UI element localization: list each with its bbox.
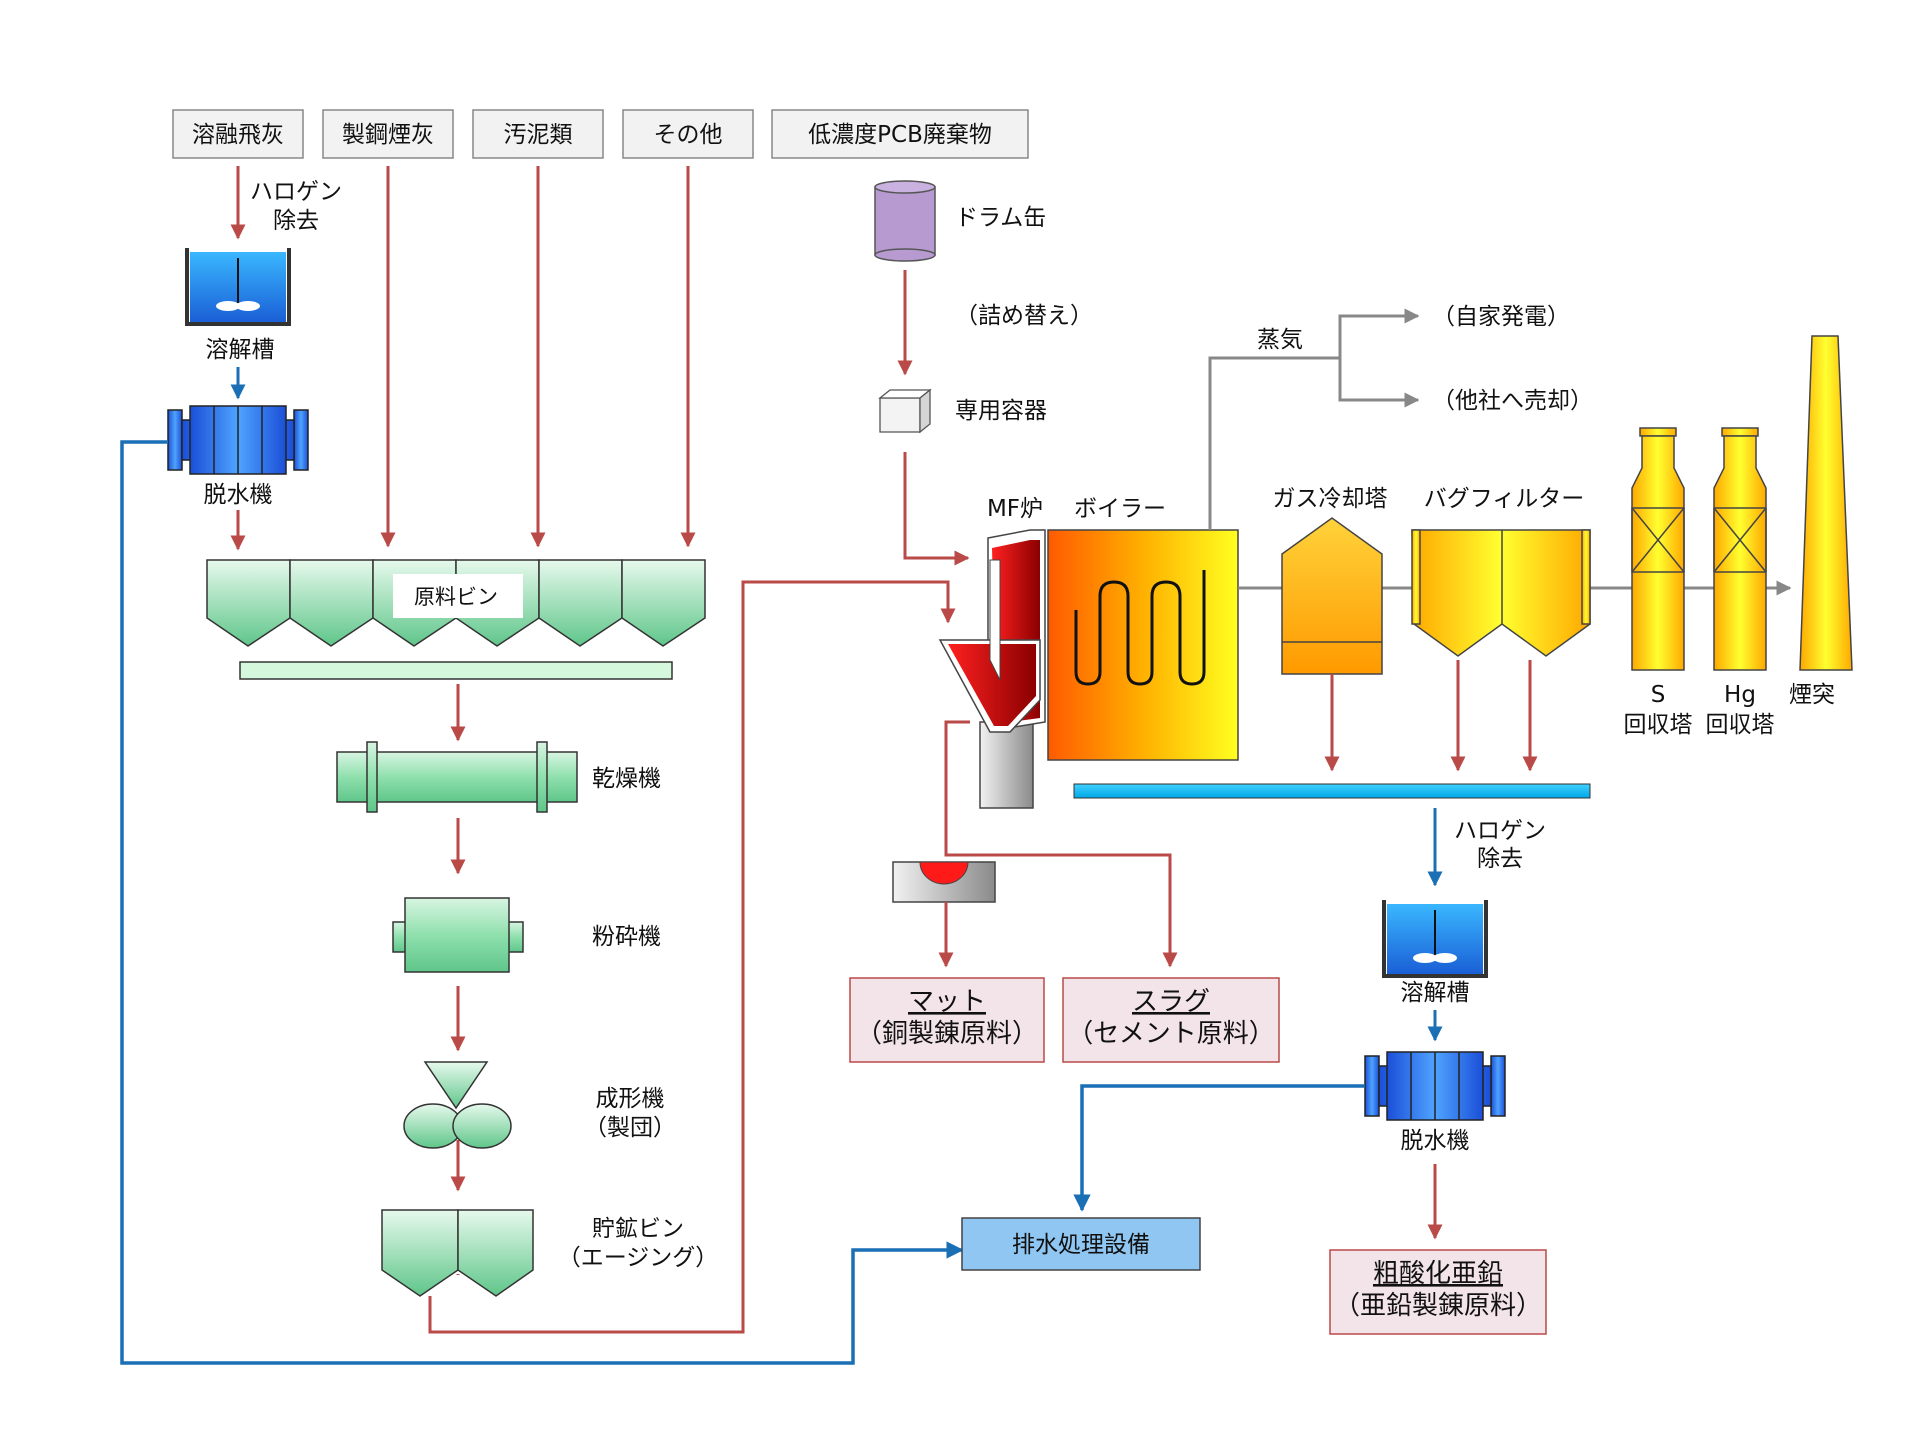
container-to-furnace-flow [903, 452, 970, 566]
right-dissolution-tank [1382, 900, 1488, 978]
gas-cooler [1281, 517, 1383, 675]
steam-to-own-power [1338, 308, 1420, 358]
right-wastewater-flow [1073, 1084, 1365, 1212]
right-dewatering-label: 脱水機 [1401, 1128, 1470, 1154]
former [403, 1061, 512, 1149]
repack-label: （詰め替え） [955, 303, 1093, 329]
slag-label-2: （セメント原料） [1067, 1019, 1274, 1049]
matte-label-2: （銅製錬原料） [856, 1019, 1038, 1049]
drum [874, 180, 936, 262]
s-recovery-label-2: 回収塔 [1624, 712, 1693, 738]
stack-label: 煙突 [1789, 682, 1835, 708]
furnace-to-slag-flow [944, 720, 1178, 968]
former-label-1: 成形機 [596, 1086, 665, 1112]
wastewater-label: 排水処理設備 [1012, 1232, 1150, 1258]
source-melt-fly-ash: 溶融飛灰 [172, 109, 304, 159]
right-halogen-label-1: ハロゲン [1454, 818, 1546, 844]
crusher-label: 粉砕機 [592, 924, 661, 950]
source-steel-dust: 製鋼煙灰 [322, 109, 454, 159]
right-dewatering-machine [1364, 1051, 1506, 1121]
source-pcb-waste-label: 低濃度PCB廃棄物 [808, 122, 992, 148]
raw-material-bin [206, 559, 706, 680]
right-dissolution-tank-label: 溶解槽 [1401, 980, 1470, 1006]
dust-flow [1324, 660, 1538, 772]
stack [1799, 335, 1853, 671]
sell-power-label: （他社へ売却） [1432, 388, 1593, 414]
left-halogen-label-1: ハロゲン [250, 179, 342, 205]
crusher [392, 897, 524, 973]
special-container [878, 388, 932, 434]
source-other-label: その他 [654, 122, 723, 148]
gas-cooler-label: ガス冷却塔 [1273, 486, 1388, 512]
hg-recovery-label-1: Hg [1724, 682, 1756, 708]
bag-filter [1411, 529, 1591, 657]
dryer [336, 741, 578, 813]
source-sludge: 汚泥類 [472, 109, 604, 159]
left-dewatering-machine [167, 405, 309, 475]
source-other: その他 [622, 109, 754, 159]
right-halogen-label-2: 除去 [1477, 846, 1523, 872]
raw-material-bin-label: 原料ビン [414, 585, 498, 609]
source-sludge-label: 汚泥類 [504, 122, 573, 148]
former-label-2: （製団） [584, 1115, 676, 1141]
steam-line [1208, 356, 1340, 530]
product-zinc-oxide: 粗酸化亜鉛 （亜鉛製錬原料） [1329, 1249, 1547, 1335]
s-recovery-label-1: S [1651, 682, 1666, 708]
mf-furnace-label: MF炉 [987, 496, 1043, 522]
zinc-oxide-label-2: （亜鉛製錬原料） [1334, 1291, 1542, 1321]
storage-to-furnace-flow [428, 580, 956, 1334]
source-melt-fly-ash-label: 溶融飛灰 [192, 122, 284, 148]
steam-to-sell [1338, 358, 1420, 408]
zinc-oxide-label-1: 粗酸化亜鉛 [1373, 1259, 1503, 1289]
storage-bin-label-1: 貯鉱ビン [592, 1216, 684, 1242]
source-steel-dust-label: 製鋼煙灰 [342, 122, 434, 148]
boiler [1047, 529, 1239, 761]
hg-recovery-tower [1713, 427, 1767, 671]
bag-filter-label: バグフィルター [1424, 486, 1585, 512]
settling-basin [892, 861, 996, 903]
dryer-label: 乾燥機 [592, 766, 661, 792]
drum-label: ドラム缶 [955, 205, 1046, 231]
matte-label-1: マット [908, 987, 986, 1017]
slag-label-1: スラグ [1132, 987, 1210, 1017]
steam-label: 蒸気 [1257, 327, 1303, 353]
left-dewatering-label: 脱水機 [204, 482, 273, 508]
product-slag: スラグ （セメント原料） [1062, 977, 1280, 1063]
wastewater-treatment: 排水処理設備 [961, 1217, 1201, 1271]
dust-conveyor [1073, 783, 1591, 799]
container-label: 専用容器 [955, 398, 1047, 424]
product-matte: マット （銅製錬原料） [849, 977, 1045, 1063]
left-material-flow [230, 166, 956, 1334]
own-power-label: （自家発電） [1432, 304, 1570, 330]
mf-furnace [938, 529, 1046, 809]
storage-bin-label-2: （エージング） [558, 1245, 719, 1271]
hg-recovery-label-2: 回収塔 [1706, 712, 1775, 738]
left-dissolution-tank-label: 溶解槽 [206, 337, 275, 363]
left-halogen-label-2: 除去 [273, 208, 319, 234]
s-recovery-tower [1631, 427, 1685, 671]
storage-bin [381, 1209, 534, 1297]
source-pcb-waste: 低濃度PCB廃棄物 [771, 109, 1029, 159]
boiler-label: ボイラー [1074, 496, 1166, 522]
left-dissolution-tank [185, 248, 291, 326]
left-wastewater-flow [120, 440, 964, 1365]
